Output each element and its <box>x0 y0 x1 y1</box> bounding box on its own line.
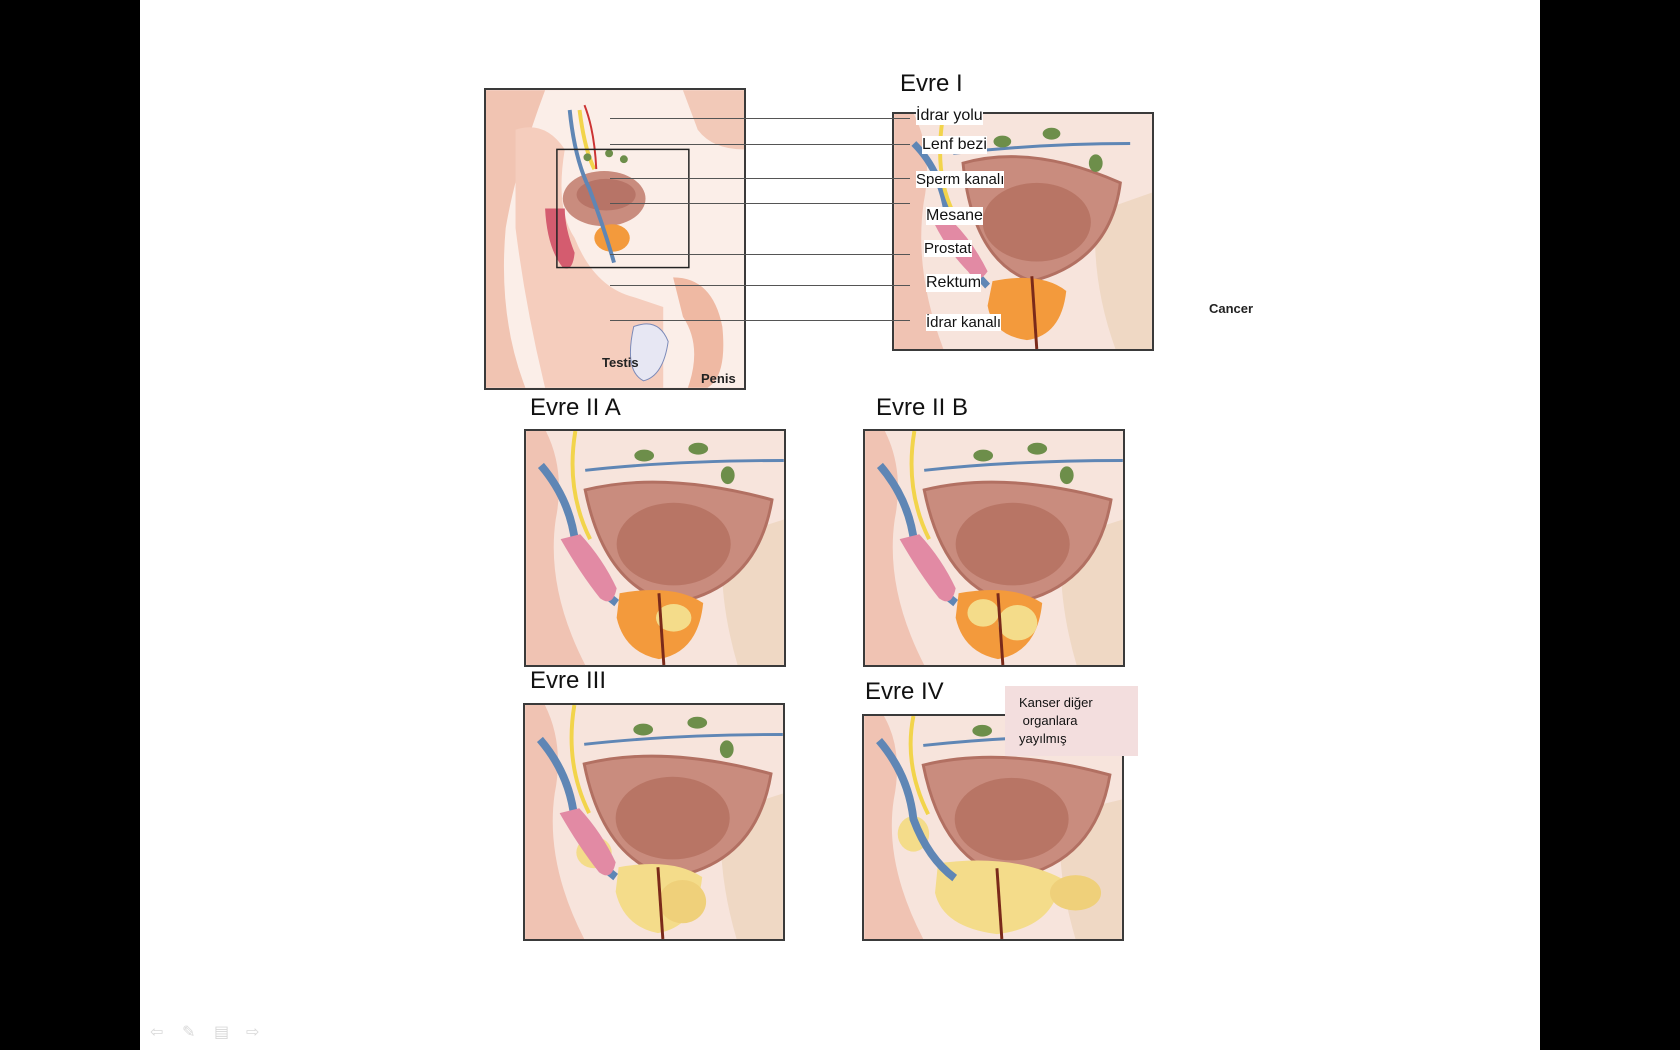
title-stage-4: Evre IV <box>861 678 948 706</box>
pen-icon[interactable]: ✎ <box>182 1024 196 1041</box>
stage-2b-drawing <box>865 431 1123 665</box>
stage-2a-drawing <box>526 431 784 665</box>
leader-sperm-duct <box>610 178 910 179</box>
cancer-label: Cancer <box>1209 301 1254 316</box>
leader-rectum <box>610 285 910 286</box>
stage-3-image <box>523 703 785 941</box>
menu-icon[interactable]: ▤ <box>214 1024 230 1041</box>
label-prostate: Prostat <box>924 240 972 257</box>
note-line-2: organlara <box>1019 713 1078 728</box>
title-stage-2a: Evre II A <box>526 394 625 422</box>
stage-4-drawing <box>864 716 1122 939</box>
penis-label: Penis <box>701 371 736 386</box>
leader-lymph-node <box>610 144 910 145</box>
leader-prostate <box>610 254 910 255</box>
next-arrow-icon[interactable]: ⇨ <box>246 1024 260 1041</box>
label-urethra: İdrar kanalı <box>926 314 1002 331</box>
label-sperm-duct: Sperm kanalı <box>916 171 1005 188</box>
slideshow-nav: ⇦ ✎ ▤ ⇨ <box>150 1024 264 1041</box>
title-stage-3: Evre III <box>526 667 611 695</box>
leader-bladder <box>610 203 910 204</box>
note-line-1: Kanser diğer <box>1019 695 1093 710</box>
label-urinary-tract: İdrar yolu <box>916 107 983 125</box>
leader-urethra <box>610 320 910 321</box>
overview-anatomy-image <box>484 88 746 390</box>
previous-arrow-icon[interactable]: ⇦ <box>150 1024 164 1041</box>
stage-1-image <box>892 112 1154 351</box>
label-bladder: Mesane <box>926 207 983 225</box>
leader-urinary-tract <box>610 118 910 119</box>
slide: Testis Penis Cancer İdrar yolu Lenf bezi… <box>140 0 1540 1050</box>
metastasis-note-box: Kanser diğer organlara yayılmış <box>1005 686 1138 756</box>
note-line-3: yayılmış <box>1019 731 1067 746</box>
stage-3-drawing <box>525 705 783 939</box>
stage-2a-image <box>524 429 786 667</box>
title-stage-2b: Evre II B <box>872 394 973 422</box>
overview-anatomy-drawing <box>486 90 744 388</box>
stage-2b-image <box>863 429 1125 667</box>
label-lymph-node: Lenf bezi <box>922 136 987 154</box>
label-rectum: Rektum <box>926 274 982 292</box>
title-stage-1: Evre I <box>896 70 967 98</box>
testis-label: Testis <box>602 355 639 370</box>
